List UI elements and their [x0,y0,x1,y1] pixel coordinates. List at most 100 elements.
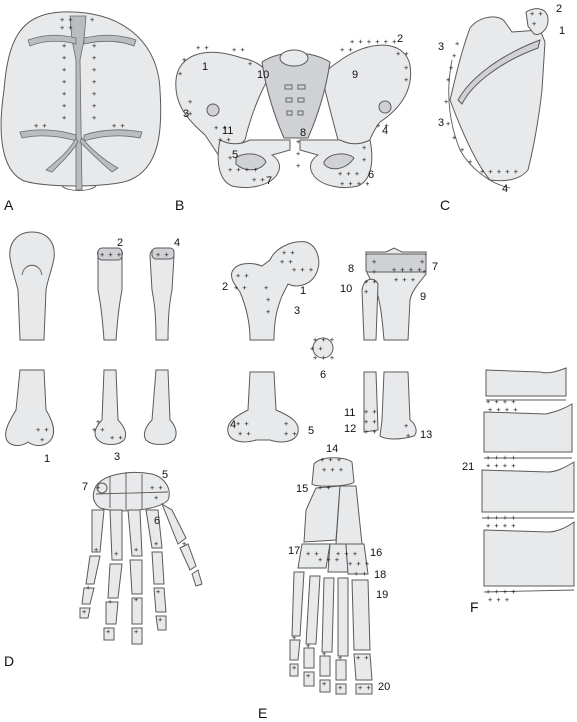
panel-e-foot: + + + + + + + + + + + + + + + + + + + + … [258,443,390,721]
plus-mark: + [158,616,162,624]
plus-mark: + [62,78,66,86]
plus-mark: + [404,76,408,84]
label-e-8: 8 [348,263,354,275]
plus-mark: + + + [322,466,343,474]
plus-mark: + [449,64,453,72]
plus-mark: + + [252,176,265,184]
plus-mark: + [266,296,270,304]
plus-mark: + + [364,428,377,436]
plus-mark: + + + [338,170,359,178]
plus-mark: + [92,114,96,122]
plus-mark: + [444,98,448,106]
plus-mark: + [178,70,182,78]
plus-mark: + [92,54,96,62]
plus-mark: + [154,494,158,502]
plus-mark: + [292,664,296,672]
plus-mark: + + [238,430,251,438]
panel-label-d: D [4,653,14,669]
plus-mark: + [92,78,96,86]
label-b-6: 6 [368,169,374,181]
plus-mark: + [338,684,342,692]
plus-mark: + [322,650,326,658]
plus-mark: + + [310,345,323,353]
panel-e-patella: + + + + + + + + 6 [310,336,334,381]
plus-mark: + + [60,24,73,32]
plus-mark: + + [282,249,295,257]
plus-mark: + + + [313,354,334,362]
panel-label-b: B [175,197,184,213]
plus-mark: + [404,64,408,72]
plus-mark: + + [196,44,209,52]
label-d-5: 5 [162,469,168,481]
label-d-2: 2 [117,237,123,249]
label-c-2: 2 [556,3,562,15]
label-e-1: 1 [300,285,306,297]
plus-mark: + [372,258,376,266]
plus-mark: + + [236,272,249,280]
plus-mark: + + + + [486,588,516,596]
panel-label-f: F [470,599,479,615]
plus-mark: + + [34,122,47,130]
label-d-6: 6 [154,515,160,527]
plus-mark: + [446,120,450,128]
plus-mark: + [182,540,186,548]
plus-mark: + [364,288,368,296]
plus-mark: + [228,154,232,162]
plus-mark: + + + + [392,266,422,274]
label-e-16: 16 [370,547,382,559]
plus-mark: + + + [320,456,341,464]
plus-mark: + [468,158,472,166]
plus-mark: + + [60,16,73,24]
plus-mark: + [422,268,426,276]
plus-mark: + [134,596,138,604]
plus-mark: + + + + [486,454,516,462]
label-b-5: 5 [232,149,238,161]
plus-mark: + + + + [228,166,258,174]
plus-mark: + [62,114,66,122]
plus-mark: + [156,588,160,596]
plus-mark: + [322,680,326,688]
plus-mark: + + [396,50,409,58]
plus-mark: + + + [394,276,415,284]
plus-mark: + + [218,136,231,144]
plus-mark: + + [306,550,319,558]
plus-mark: + [452,52,456,60]
label-e-7: 7 [432,261,438,273]
plus-mark: + + [232,46,245,54]
plus-mark: + [266,308,270,316]
label-e-6: 6 [320,369,326,381]
plus-mark: + + [156,251,169,259]
plus-mark: + [134,628,138,636]
panel-label-c: C [440,197,450,213]
plus-mark: + [188,110,192,118]
label-c-1: 1 [559,25,565,37]
plus-mark: + + + [488,596,509,604]
plus-mark: + + [364,278,377,286]
plus-mark: + [90,16,94,24]
plus-mark: + [86,584,90,592]
plus-mark: + [446,76,450,84]
plus-mark: + + [356,654,369,662]
panel-label-e: E [258,705,267,721]
plus-mark: + [296,150,300,158]
panel-b-pelvis: + + + + + + + + + + + + + + + + + + + + … [175,33,412,213]
plus-mark: + + [280,258,293,266]
panel-a-skull: + + + + + + + + + + + + + + + + + + + + … [0,11,162,213]
label-e-10: 10 [340,283,352,295]
label-b-3: 3 [183,108,189,120]
label-c-4: 4 [502,183,508,195]
plus-mark: + + [112,122,125,130]
plus-mark: + [306,642,310,650]
plus-mark: + [455,40,459,48]
label-b-7: 7 [266,175,272,187]
label-e-2: 2 [222,281,228,293]
plus-mark: + [82,608,86,616]
label-d-4: 4 [174,237,180,249]
plus-mark: + + + + [486,462,516,470]
label-b-4: 4 [382,125,388,137]
plus-mark: + + + [100,251,121,259]
plus-mark: + + [364,418,377,426]
panel-d-upper-limb-long-bones: + + + + + + + + + + + + + 2 4 1 3 [5,231,180,465]
plus-mark: + + [214,124,227,132]
